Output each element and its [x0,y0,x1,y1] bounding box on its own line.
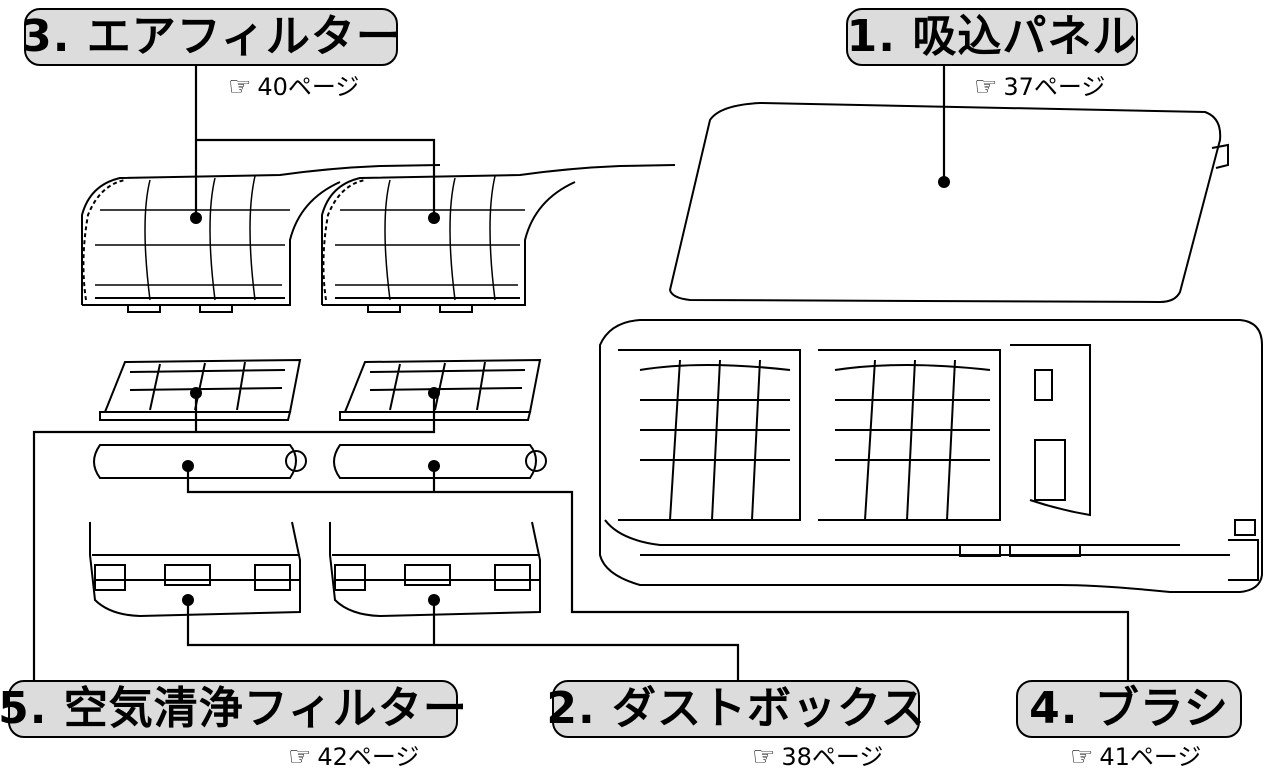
pointing-hand-icon: ☞ [1070,742,1094,772]
label-air-purifying-filter: 5. 空気清浄フィルター [0,680,467,738]
page-ref-text: 42ページ [317,743,420,771]
label-brush-text: 4. ブラシ [1029,683,1229,734]
label-air-purifying-filter-text: 5. 空気清浄フィルター [0,683,468,734]
leader-dots [182,176,950,606]
brush-roller-left [93,444,307,479]
page-ref-intake-panel: ☞ 37ページ [974,74,1105,100]
page-ref-air-purifying-filter: ☞ 42ページ [288,744,419,770]
label-intake-panel: 1. 吸込パネル [846,8,1138,66]
label-brush: 4. ブラシ [1016,680,1242,738]
page-ref-text: 41ページ [1099,743,1202,771]
page-ref-text: 38ページ [781,743,884,771]
label-air-filter-text: 3. エアフィルター [21,11,401,62]
label-dust-box: 2. ダストボックス [546,680,925,738]
pointing-hand-icon: ☞ [752,742,776,772]
label-air-filter: 3. エアフィルター [21,8,401,66]
label-intake-panel-text: 1. 吸込パネル [846,11,1138,62]
leader-lines [32,66,1130,680]
purifier-frame-left [99,358,302,421]
page-ref-text: 40ページ [257,73,360,101]
air-filter-right [321,164,676,313]
page-ref-dust-box: ☞ 38ページ [752,744,883,770]
air-filter-left [81,164,441,313]
intake-panel [668,101,1229,304]
brush-roller-right [333,444,547,479]
page-ref-air-filter: ☞ 40ページ [228,74,359,100]
page-ref-text: 37ページ [1003,73,1106,101]
purifier-frame-right [339,358,542,421]
pointing-hand-icon: ☞ [974,72,998,102]
dust-box-left [89,521,301,618]
pointing-hand-icon: ☞ [288,742,312,772]
page-ref-brush: ☞ 41ページ [1070,744,1201,770]
label-dust-box-text: 2. ダストボックス [546,683,926,734]
dust-box-right [329,521,541,618]
pointing-hand-icon: ☞ [228,72,252,102]
indoor-unit [599,319,1263,593]
